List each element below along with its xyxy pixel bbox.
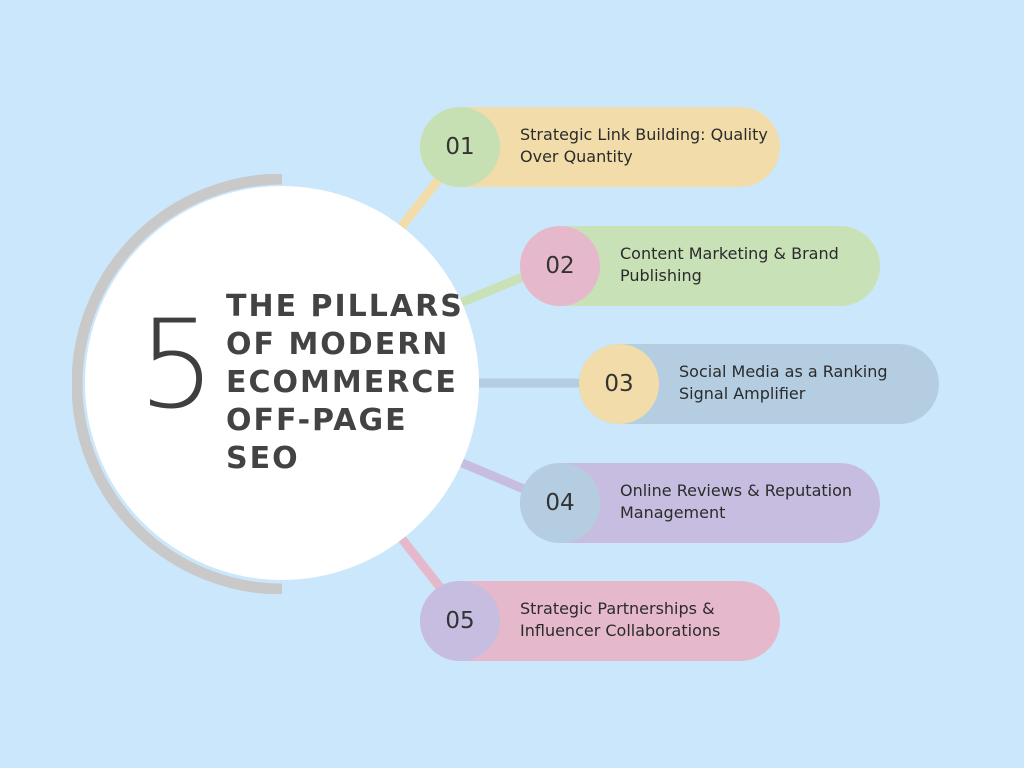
title-text: THE PILLARS OF MODERN ECOMMERCE OFF-PAGE…: [226, 289, 464, 476]
pillar-number-badge: 01: [420, 107, 500, 187]
pillar-04: 04 Online Reviews & Reputation Managemen…: [520, 463, 880, 543]
pillar-label: Strategic Partnerships & Influencer Coll…: [520, 599, 721, 640]
pillar-label: Social Media as a Ranking Signal Amplifi…: [679, 362, 888, 403]
title-number: 5: [138, 294, 216, 436]
pillar-number-badge: 05: [420, 581, 500, 661]
pillar-label: Strategic Link Building: Quality Over Qu…: [520, 125, 768, 166]
pillar-02: 02 Content Marketing & Brand Publishing: [520, 226, 880, 306]
pillar-01: 01 Strategic Link Building: Quality Over…: [420, 107, 780, 187]
pillar-03: 03 Social Media as a Ranking Signal Ampl…: [579, 344, 939, 424]
pillar-number-badge: 02: [520, 226, 600, 306]
pillar-number-badge: 03: [579, 344, 659, 424]
pillar-05: 05 Strategic Partnerships & Influencer C…: [420, 581, 780, 661]
center-circle: [85, 186, 479, 580]
pillar-label: Content Marketing & Brand Publishing: [620, 244, 839, 285]
decorative-arc: [72, 174, 283, 594]
pillar-number-badge: 04: [520, 463, 600, 543]
pillar-label: Online Reviews & Reputation Management: [620, 481, 853, 522]
